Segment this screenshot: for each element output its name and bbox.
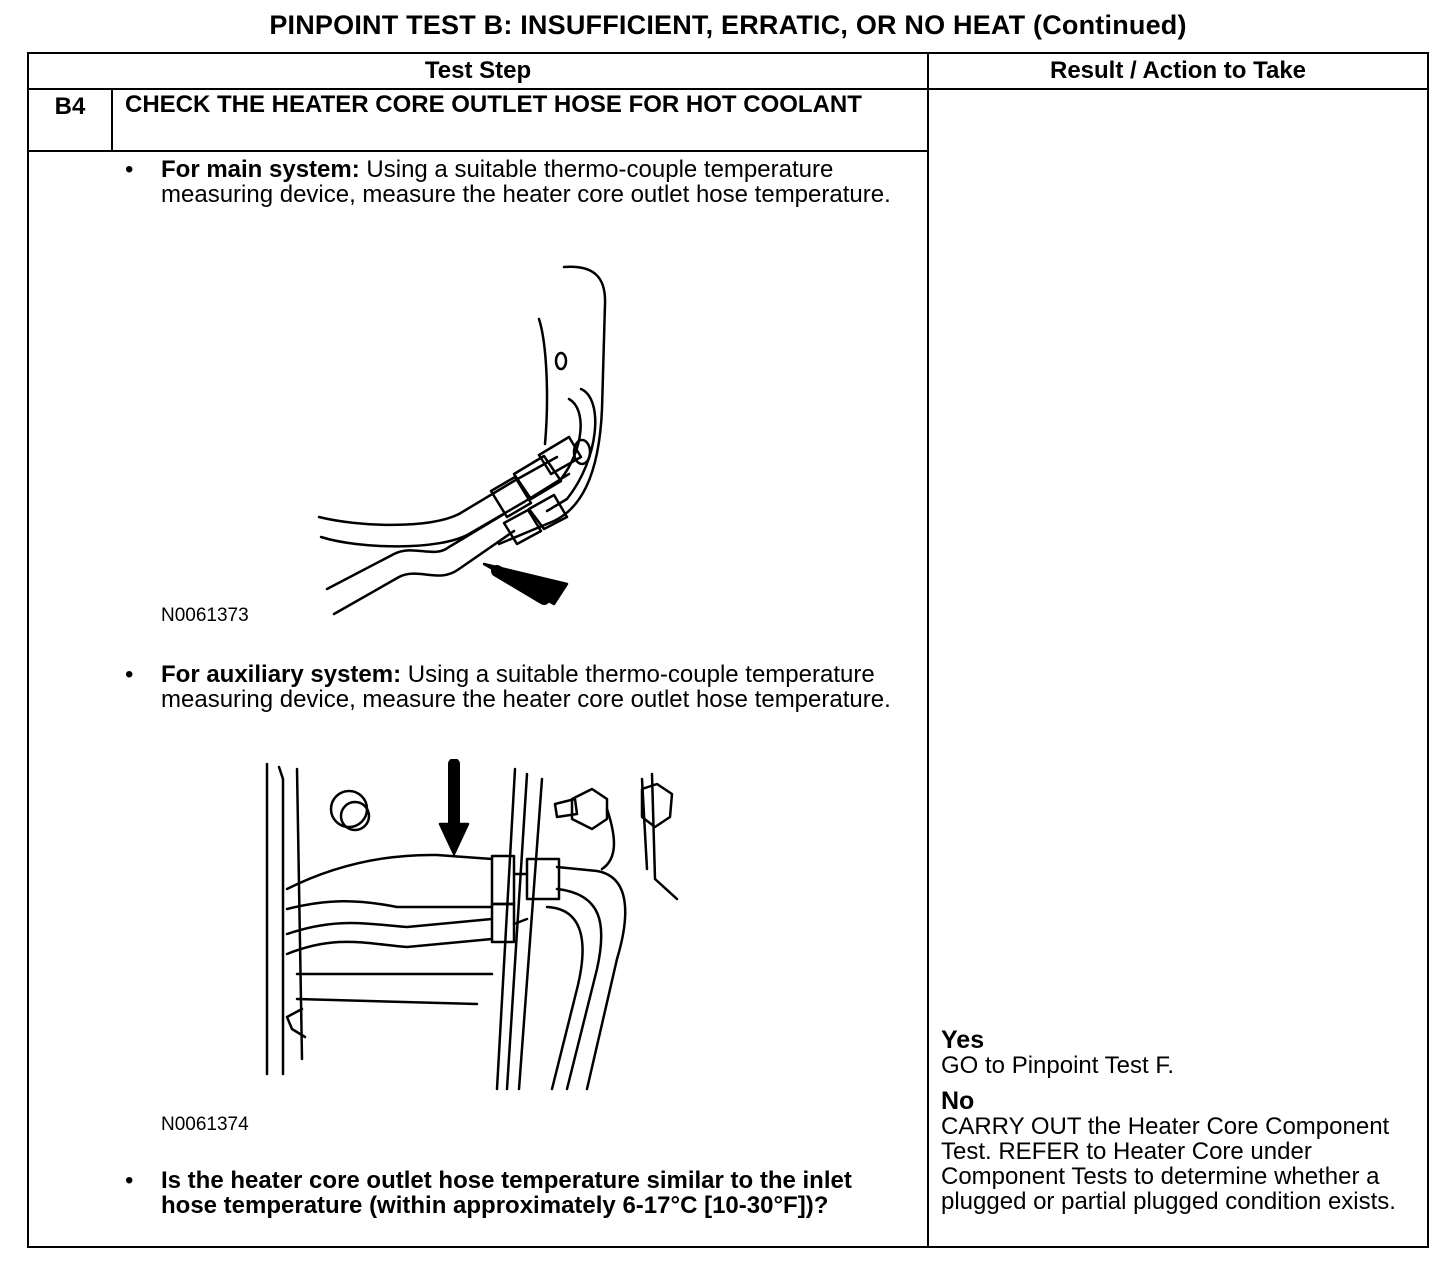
heater-hose-illustration-main — [317, 265, 607, 616]
result-yes-text: GO to Pinpoint Test F. — [941, 1052, 1175, 1079]
step-title-divider — [29, 150, 927, 152]
bullet-dot: • — [125, 156, 134, 183]
bullet-label: For main system: — [161, 156, 360, 183]
result-yes-label: Yes — [941, 1026, 985, 1054]
page-title: PINPOINT TEST B: INSUFFICIENT, ERRATIC, … — [269, 10, 1187, 40]
bullet-label: For auxiliary system: — [161, 661, 402, 688]
result-no: No CARRY OUT the Heater Core Component T… — [941, 1087, 1421, 1215]
header-test-step: Test Step — [424, 57, 532, 84]
bullet-dot: • — [125, 1167, 134, 1194]
step-id-divider — [111, 90, 113, 150]
bullet-text: Using a suitable thermo-couple temperatu… — [161, 661, 891, 713]
bullet-dot: • — [125, 661, 134, 688]
header-divider — [29, 88, 1427, 90]
step-title: CHECK THE HEATER CORE OUTLET HOSE FOR HO… — [125, 91, 862, 118]
header-result-action: Result / Action to Take — [1049, 57, 1307, 84]
bullet-label: Is the heater core outlet hose temperatu… — [161, 1167, 852, 1219]
result-no-text: CARRY OUT the Heater Core Component Test… — [941, 1113, 1396, 1215]
column-divider — [927, 54, 929, 1246]
step-id: B4 — [54, 93, 86, 120]
result-no-label: No — [941, 1087, 975, 1115]
pinpoint-test-table: Test Step Result / Action to Take B4 CHE… — [27, 52, 1429, 1248]
figure-id-main: N0061373 — [161, 605, 249, 626]
bullet-text: Using a suitable thermo-couple temperatu… — [161, 156, 891, 208]
figure-id-auxiliary: N0061374 — [161, 1114, 249, 1135]
heater-hose-illustration-auxiliary — [265, 759, 679, 1091]
result-yes: Yes GO to Pinpoint Test F. — [941, 1026, 1421, 1079]
